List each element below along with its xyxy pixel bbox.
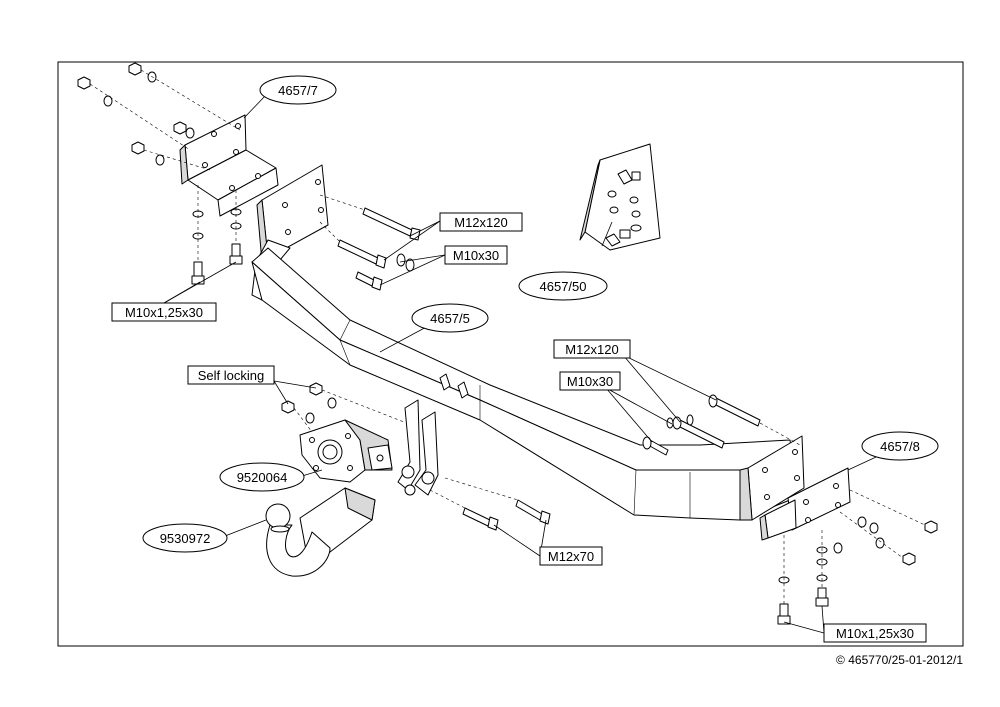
self-locking-nuts bbox=[281, 382, 405, 433]
label-m10x30-top: M10x30 bbox=[453, 248, 499, 263]
label-9520064: 9520064 bbox=[237, 470, 288, 485]
callout-m12x70: M12x70 bbox=[539, 546, 603, 566]
drawing-frame bbox=[57, 61, 964, 647]
label-self-locking: Self locking bbox=[198, 368, 264, 383]
label-m10x125x30-left: M10x1,25x30 bbox=[125, 305, 203, 320]
label-9530972: 9530972 bbox=[160, 531, 211, 546]
label-4657-8: 4657/8 bbox=[880, 439, 920, 454]
label-m12x120-right: M12x120 bbox=[565, 342, 618, 357]
m12x70-bolts bbox=[429, 477, 551, 531]
copyright-text: © 465770/25-01-2012/1 bbox=[836, 653, 963, 667]
label-m12x120-top: M12x120 bbox=[454, 215, 507, 230]
label-4657-50: 4657/50 bbox=[540, 279, 587, 294]
center-hanger-brackets bbox=[397, 399, 439, 496]
callout-4657-8: 4657/8 bbox=[861, 431, 939, 461]
kit-4657-50 bbox=[579, 143, 661, 251]
callout-m10x125x30-left: M10x1,25x30 bbox=[111, 302, 217, 322]
bracket-4657-8 bbox=[759, 467, 851, 541]
crossbar-4657-5 bbox=[251, 164, 805, 521]
label-m10x30-right: M10x30 bbox=[567, 374, 613, 389]
bracket-4657-7 bbox=[179, 114, 279, 217]
callout-9520064: 9520064 bbox=[219, 462, 305, 492]
right-fasteners bbox=[642, 394, 938, 625]
socket-plate-9520064 bbox=[299, 419, 393, 483]
label-4657-7: 4657/7 bbox=[278, 83, 318, 98]
callout-self-locking: Self locking bbox=[187, 365, 275, 385]
tow-ball-9530972 bbox=[265, 487, 376, 577]
leader-lines bbox=[163, 95, 901, 634]
label-m12x70: M12x70 bbox=[548, 549, 594, 564]
callout-4657-5: 4657/5 bbox=[411, 303, 489, 333]
callout-4657-50: 4657/50 bbox=[518, 271, 608, 301]
callout-9530972: 9530972 bbox=[142, 523, 228, 553]
callout-m10x30-top: M10x30 bbox=[444, 245, 508, 265]
callout-m12x120-top: M12x120 bbox=[439, 212, 523, 232]
callout-m12x120-right: M12x120 bbox=[553, 339, 631, 359]
callout-4657-7: 4657/7 bbox=[259, 75, 337, 105]
label-4657-5: 4657/5 bbox=[430, 311, 470, 326]
callout-m10x30-right: M10x30 bbox=[559, 371, 621, 391]
left-bolts bbox=[319, 194, 421, 291]
left-fasteners bbox=[77, 62, 243, 285]
label-m10x125x30-right: M10x1,25x30 bbox=[836, 626, 914, 641]
callout-m10x125x30-right: M10x1,25x30 bbox=[823, 623, 927, 643]
